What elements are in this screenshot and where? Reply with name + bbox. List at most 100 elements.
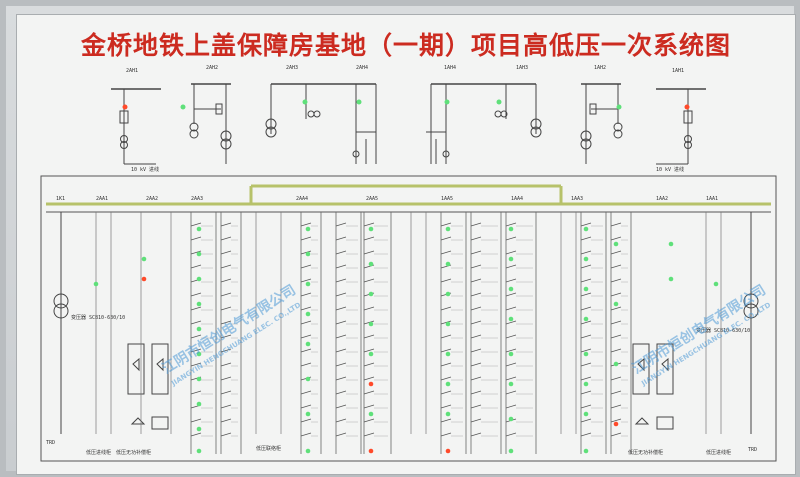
- feeder-breaker: [335, 292, 347, 297]
- feeder-breaker: [580, 320, 592, 325]
- feeder-breaker: [610, 348, 622, 353]
- feeder-breaker: [220, 404, 232, 409]
- feeder-breaker: [300, 320, 312, 325]
- hv-cabinet-label: 2AH2: [206, 65, 218, 71]
- feeder-breaker: [440, 432, 452, 437]
- lv-outline: [40, 175, 777, 462]
- indicator-light-red: [613, 421, 619, 427]
- feeder-breaker: [220, 376, 232, 381]
- lv-bottom-note-right: TRD: [748, 447, 757, 453]
- feeder-breaker: [505, 222, 517, 227]
- feeder-breaker: [220, 222, 232, 227]
- hv-pt-feeder: [589, 84, 623, 139]
- indicator-light-green: [196, 376, 202, 382]
- feeder-breaker: [220, 292, 232, 297]
- feeder-breaker: [440, 236, 452, 241]
- feeder-breaker: [335, 264, 347, 269]
- hv-transformer-feeder: [494, 84, 592, 164]
- feeder-breaker: [300, 278, 312, 283]
- feeder-breaker: [363, 334, 375, 339]
- feeder-breaker: [220, 278, 232, 283]
- indicator-light-green: [616, 104, 622, 110]
- feeder-breaker: [505, 236, 517, 241]
- feeder-breaker: [300, 306, 312, 311]
- indicator-light-red: [368, 381, 374, 387]
- feeder-breaker: [220, 432, 232, 437]
- diagram-title: 金桥地铁上盖保障房基地（一期）项目高低压一次系统图: [80, 31, 731, 60]
- feeder-breaker: [580, 432, 592, 437]
- feeder-breaker: [470, 236, 482, 241]
- lv-panel-label: 1AA1: [706, 196, 718, 202]
- feeder-breaker: [335, 334, 347, 339]
- feeder-breaker: [440, 222, 452, 227]
- feeder-breaker: [440, 334, 452, 339]
- indicator-light-green: [583, 448, 589, 454]
- feeder-breaker: [470, 306, 482, 311]
- indicator-light-green: [305, 376, 311, 382]
- indicator-light-green: [508, 416, 514, 422]
- feeder-breaker: [470, 432, 482, 437]
- feeder-breaker: [470, 376, 482, 381]
- indicator-light-green: [613, 241, 619, 247]
- indicator-light-green: [305, 448, 311, 454]
- indicator-light-green: [180, 104, 186, 110]
- feeder-breaker: [440, 278, 452, 283]
- feeder-breaker: [335, 222, 347, 227]
- hv-right-incoming-note: 10 kV 进线: [656, 166, 684, 173]
- feeder-breaker: [190, 306, 202, 311]
- indicator-light-green: [583, 411, 589, 417]
- lv-panel-label: 1AA2: [656, 196, 668, 202]
- feeder-breaker: [470, 334, 482, 339]
- indicator-light-green: [368, 321, 374, 327]
- indicator-light-green: [508, 226, 514, 232]
- feeder-breaker: [335, 236, 347, 241]
- feeder-breaker: [363, 418, 375, 423]
- indicator-light-green: [196, 326, 202, 332]
- indicator-light-green: [713, 281, 719, 287]
- feeder-breaker: [363, 390, 375, 395]
- feeder-breaker: [300, 236, 312, 241]
- feeder-breaker: [580, 306, 592, 311]
- feeder-breaker: [580, 264, 592, 269]
- feeder-breaker: [190, 432, 202, 437]
- feeder-breaker: [505, 250, 517, 255]
- feeder-breaker: [470, 362, 482, 367]
- feeder-breaker: [580, 404, 592, 409]
- feeder-breaker: [505, 362, 517, 367]
- feeder-breaker: [335, 306, 347, 311]
- lv-bottom-note-left: TRD: [46, 440, 55, 446]
- indicator-light-green: [508, 286, 514, 292]
- indicator-light-green: [368, 291, 374, 297]
- feeder-breaker: [580, 390, 592, 395]
- feeder-breaker: [300, 362, 312, 367]
- indicator-light-green: [196, 226, 202, 232]
- feeder-breaker: [220, 306, 232, 311]
- single-line-diagram: 2AH1 2AH2 2AH3 2AH4 1AH4 1AH3 1AH2 1AH1 …: [40, 65, 777, 462]
- lv-panel-label: 1AA4: [511, 196, 523, 202]
- feeder-breaker: [505, 278, 517, 283]
- indicator-light-green: [93, 281, 99, 287]
- feeder-breaker: [335, 432, 347, 437]
- hv-cabinet-label: 2AH4: [356, 65, 368, 71]
- feeder-breaker: [363, 222, 375, 227]
- capacitor-note-left: 低压无功补偿柜: [116, 449, 151, 456]
- feeder-breaker: [470, 292, 482, 297]
- feeder-breaker: [440, 320, 452, 325]
- feeder-breaker: [363, 236, 375, 241]
- indicator-light-green: [445, 381, 451, 387]
- indicator-light-green: [445, 321, 451, 327]
- indicator-light-green: [196, 251, 202, 257]
- indicator-light-green: [445, 226, 451, 232]
- indicator-light-green: [305, 226, 311, 232]
- indicator-light-red: [684, 104, 690, 110]
- indicator-light-green: [305, 311, 311, 317]
- feeder-breaker: [470, 222, 482, 227]
- indicator-light-red: [122, 104, 128, 110]
- feeder-breaker: [190, 236, 202, 241]
- watermark-left: 江阴市恒创电气有限公司 JIANGYIN HENGCHUANG ELEC. CO…: [159, 281, 302, 388]
- feeder-breaker: [220, 334, 232, 339]
- indicator-light-green: [305, 411, 311, 417]
- indicator-light-green: [368, 261, 374, 267]
- feeder-breaker: [610, 222, 622, 227]
- indicator-light-green: [196, 401, 202, 407]
